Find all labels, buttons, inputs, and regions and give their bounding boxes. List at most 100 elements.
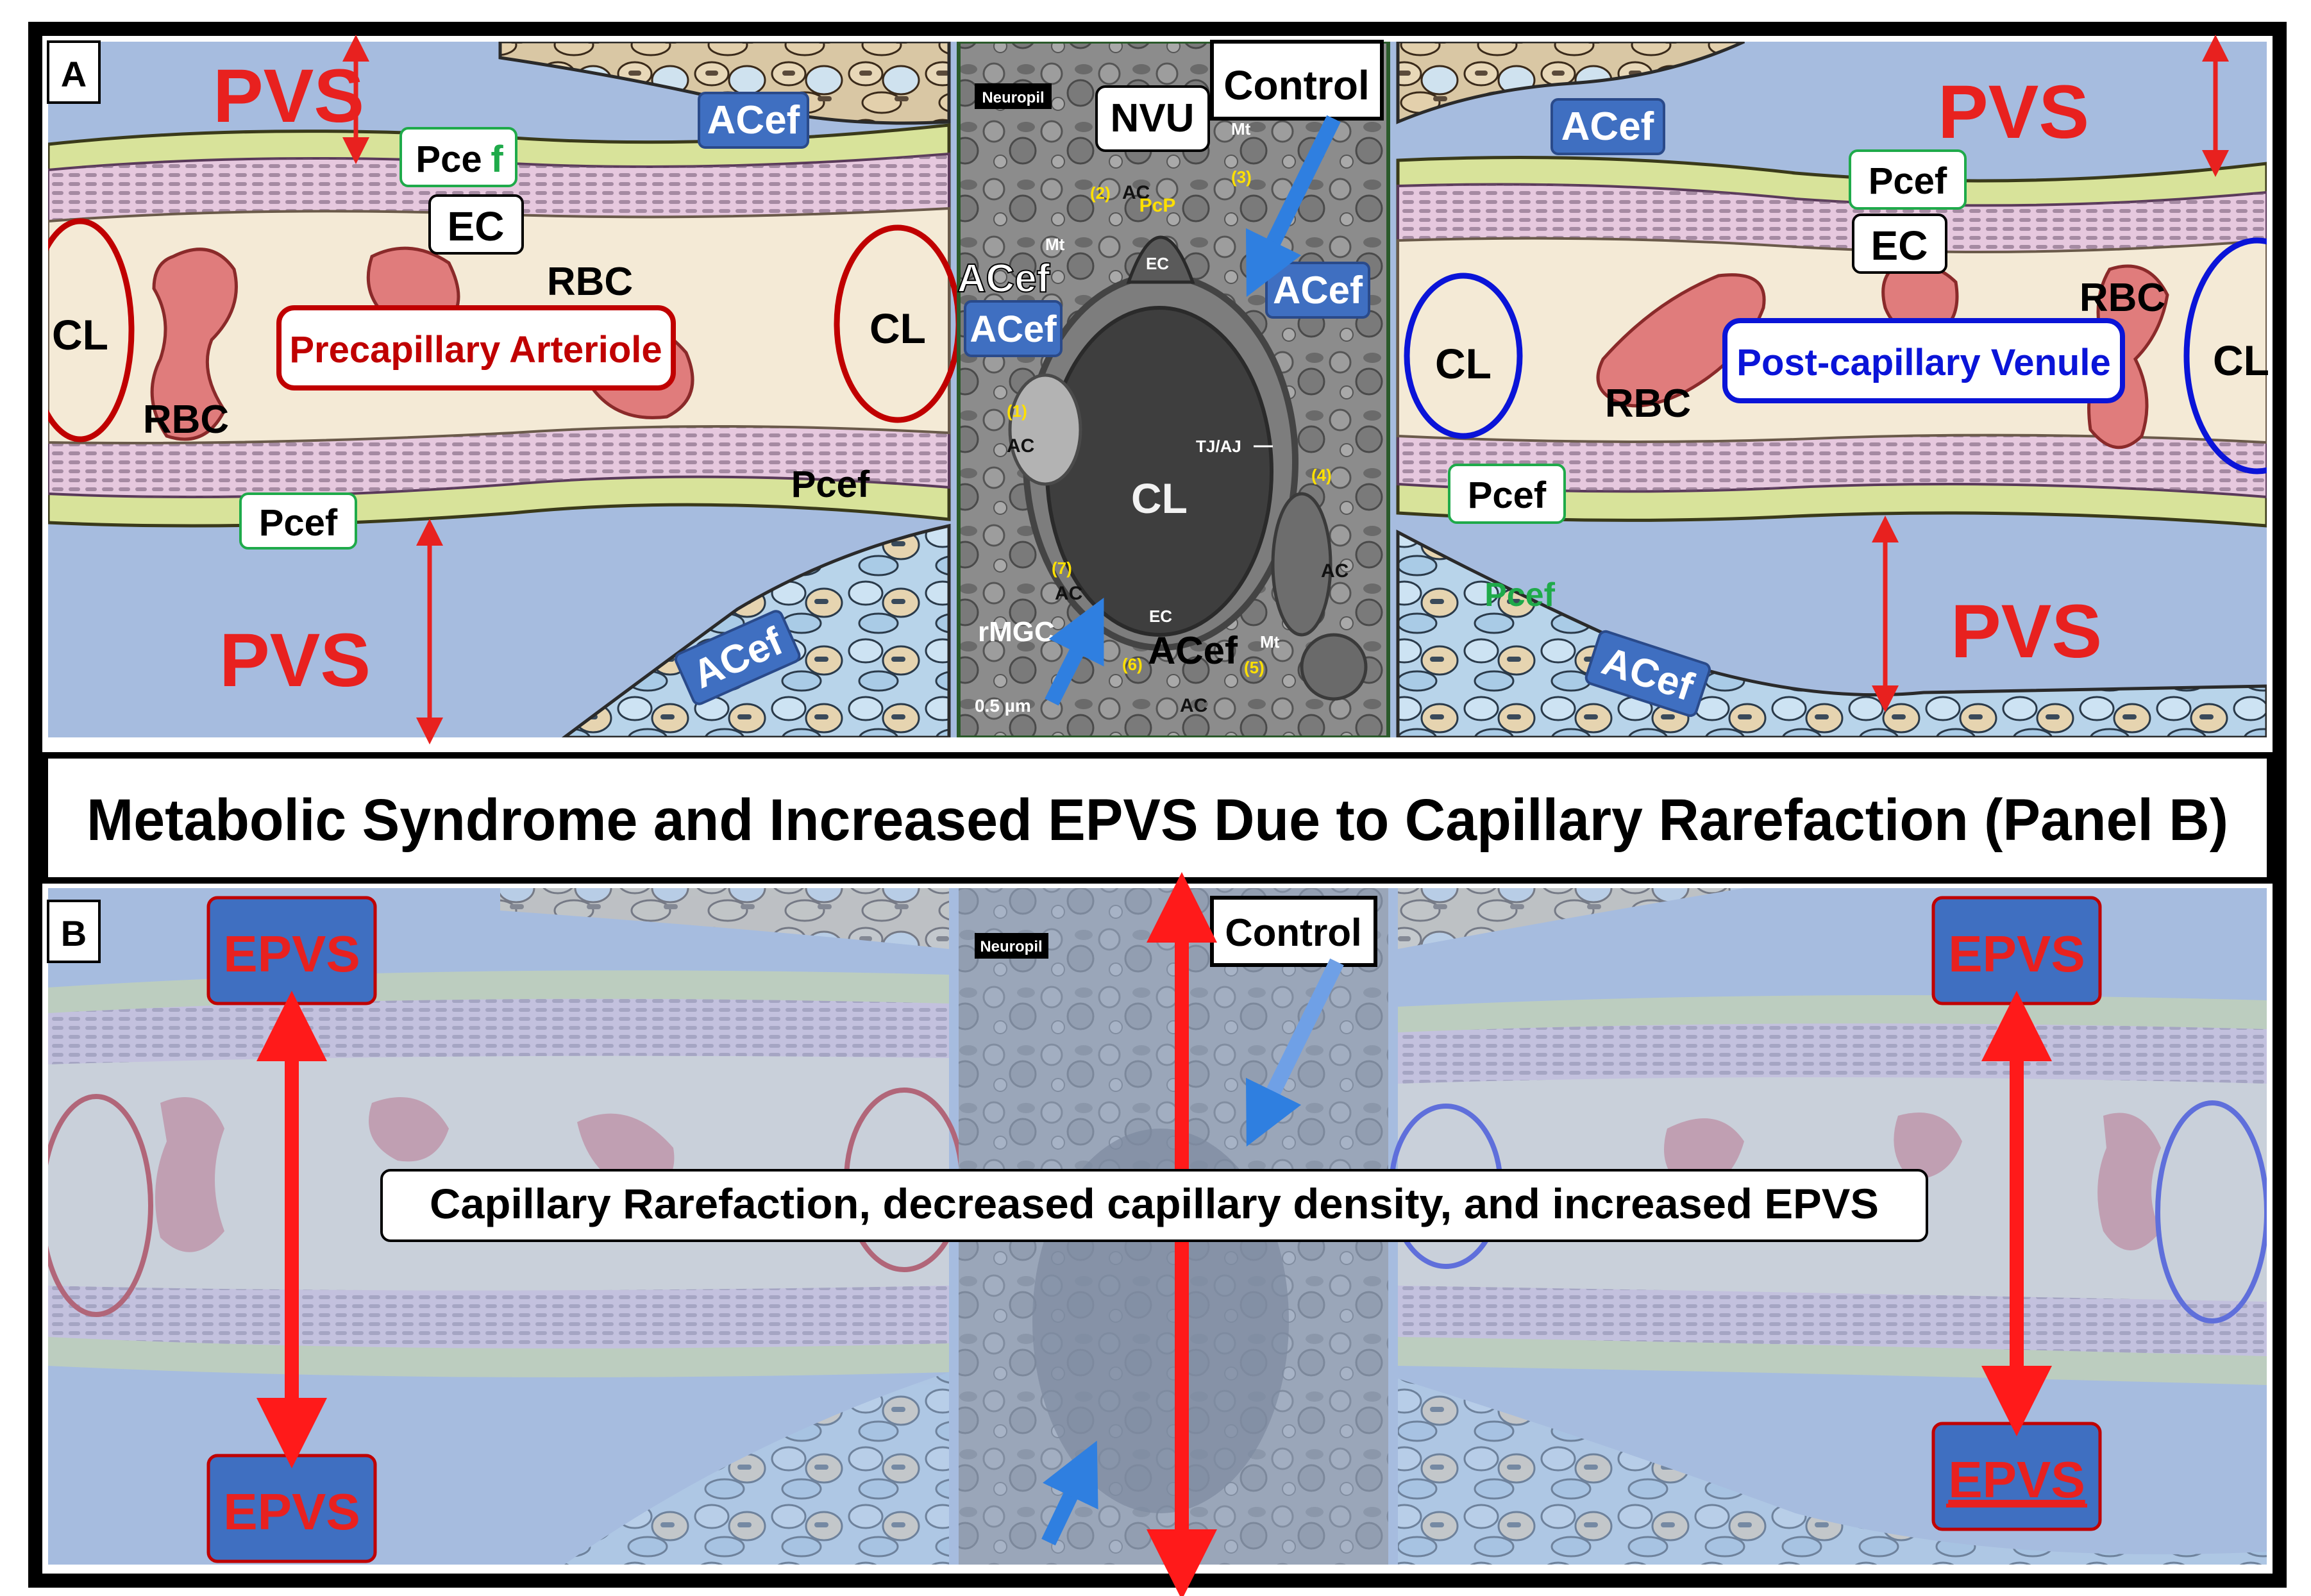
rbc-label: RBC	[143, 398, 229, 442]
epvs-label: EPVS	[223, 925, 360, 982]
em-number-label: (6)	[1122, 655, 1143, 674]
pcef-label-main: Pce	[416, 139, 482, 180]
pcef-label: Pcef	[791, 464, 870, 505]
cl-label: CL	[2213, 337, 2269, 384]
acef-label: ACef	[1273, 269, 1363, 312]
capillary-lumen-ring	[48, 218, 135, 442]
blue-pointer-arrow	[1246, 958, 1344, 1147]
em-scale-label: 0.5 µm	[975, 696, 1031, 716]
cl-label: CL	[870, 305, 926, 352]
pcef-box	[1448, 464, 1566, 524]
red-blood-cell	[150, 248, 238, 441]
faded-lumen-ring	[48, 1094, 153, 1317]
em-number-label: (1)	[1007, 401, 1027, 421]
faded-rbc	[2097, 1113, 2161, 1250]
ec-label: EC	[1871, 223, 1928, 269]
faded-rbc	[1894, 1113, 1962, 1180]
panel-b-letter: B	[61, 913, 87, 953]
em-astrocyte	[1008, 373, 1082, 486]
epvs-label: EPVS	[1948, 925, 2085, 982]
em-mt-label: Mt	[1231, 119, 1251, 139]
acef-label: ACef	[1561, 105, 1654, 149]
acef-label: ACef	[707, 98, 800, 142]
neuropil-label: Neuropil	[980, 938, 1042, 955]
nvu-label: NVU	[1111, 96, 1195, 140]
faded-rbc	[155, 1097, 224, 1252]
acef-box	[698, 92, 809, 149]
acef-box	[1550, 98, 1665, 155]
em-ac-label: AC	[1055, 583, 1082, 604]
pcef-label: Pcef	[1869, 160, 1947, 202]
blue-pointer-arrow	[1045, 598, 1104, 706]
pvs-label: PVS	[219, 618, 371, 703]
em-tjaj-label: TJ/AJ	[1196, 437, 1241, 456]
astrocyte-tissue-top-right	[1396, 42, 1745, 124]
figure-title: Metabolic Syndrome and Increased EPVS Du…	[87, 787, 2228, 853]
pcef-label: Pcef	[1468, 475, 1547, 516]
panel-b-letter-box	[47, 900, 101, 963]
pcef-label: Pcef	[1484, 576, 1556, 614]
panel-b-labels: B Control Neuropil EPVS EPVS EPVS EPVS C…	[47, 872, 2102, 1596]
acef-label: ACef	[1148, 629, 1238, 672]
pvs-label: PVS	[1951, 589, 2102, 674]
em-number-label: (2)	[1090, 183, 1111, 203]
post-capillary-venule-label: Post-capillary Venule	[1736, 342, 2110, 383]
title-bar	[42, 752, 2273, 884]
em-mitochondrion	[1300, 633, 1368, 701]
precapillary-arteriole-box	[276, 305, 676, 391]
acef-box	[674, 610, 801, 705]
faded-tissue	[1398, 1379, 2267, 1565]
blue-pointer-arrow	[1041, 1440, 1098, 1546]
rbc-label: RBC	[2080, 276, 2165, 320]
faded-rbc	[369, 1097, 449, 1162]
blue-pointer-arrow	[1245, 115, 1341, 298]
em-ac-label: AC	[1321, 560, 1349, 582]
capillary-lumen-ring	[2183, 237, 2267, 475]
pcef-box	[239, 492, 357, 550]
nvu-box	[1095, 85, 1210, 152]
em-pericyte-process	[1126, 235, 1195, 284]
ec-box	[1852, 214, 1947, 274]
control-label: Control	[1225, 911, 1361, 954]
neuropil-box	[975, 83, 1052, 109]
pvs-label: PVS	[1938, 70, 2089, 155]
em-mt-label: Mt	[1045, 235, 1065, 254]
faded-lumen-ring	[2155, 1100, 2267, 1323]
epvs-label: EPVS	[223, 1483, 360, 1540]
rbc-label: RBC	[547, 260, 633, 304]
em-number-label: (7)	[1052, 559, 1072, 578]
pcef-label-tail: f	[491, 139, 503, 180]
em-ac-label: AC	[1180, 695, 1207, 716]
em-ec-label: EC	[1149, 607, 1172, 626]
ec-label: EC	[448, 203, 505, 249]
capillary-lumen-ring	[1404, 273, 1523, 439]
faded-tissue	[564, 1372, 949, 1565]
control-label: Control	[1223, 62, 1370, 108]
ec-box	[428, 194, 524, 255]
em-cl-label: CL	[1131, 475, 1188, 522]
neuropil-label: Neuropil	[982, 89, 1044, 106]
epvs-label: EPVS	[1948, 1451, 2085, 1508]
em-mt-label: Mt	[1260, 632, 1280, 651]
panel-a-letter-box	[47, 40, 101, 104]
faded-tissue	[1398, 888, 1744, 949]
precapillary-arteriole-label: Precapillary Arteriole	[289, 329, 662, 371]
em-number-label: (5)	[1244, 658, 1265, 677]
control-box	[1210, 896, 1377, 967]
neuropil-box	[975, 933, 1048, 959]
pcef-label: Pcef	[259, 502, 338, 544]
em-ac-label: AC	[1007, 435, 1034, 457]
faded-tissue	[500, 888, 949, 949]
cl-label: CL	[52, 311, 108, 358]
em-rmgc-label: rMGC	[978, 616, 1055, 648]
rarefaction-banner	[380, 1169, 1928, 1242]
em-ac-label: AC	[1122, 182, 1150, 203]
em-number-label: (3)	[1231, 167, 1252, 187]
acef-box	[964, 300, 1063, 357]
pcef-box	[1849, 149, 1967, 210]
em-number-label: (4)	[1311, 466, 1332, 485]
panel-a-letter: A	[61, 54, 87, 94]
em-pcp-label: PcP	[1139, 195, 1176, 216]
control-box	[1210, 40, 1384, 121]
